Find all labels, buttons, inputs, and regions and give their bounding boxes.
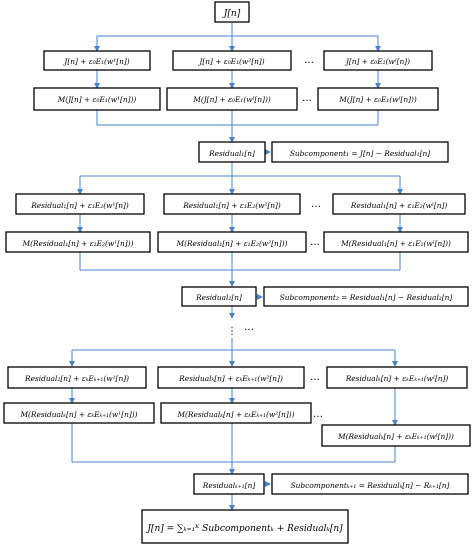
svg-text:J[n] + ε₀E₁(w²[n]): J[n] + ε₀E₁(w²[n]) (197, 57, 264, 66)
svg-text:Residual₁[n] + ε₁E₂(wᴵ[n]): Residual₁[n] + ε₁E₂(wᴵ[n]) (350, 201, 448, 210)
stage2-mean-node-1: M(Residual₁[n] + ε₁E₂(w¹[n])) (5, 231, 151, 253)
svg-text:Residualₖ[n] + εₖEₖ₊₁(w²[n]): Residualₖ[n] + εₖEₖ₊₁(w²[n]) (178, 374, 283, 383)
stage1-mean-node-1: M(J[n] + ε₀E₁(w¹[n])) (33, 87, 161, 111)
input-node: J[n] (214, 1, 250, 23)
stageK-mean-node-1: M(Residualₖ[n] + εₖEₖ₊₁(w¹[n])) (3, 402, 155, 424)
stage2-mean-node-2: M(Residual₁[n] + ε₁E₂(w²[n])) (157, 231, 307, 253)
stageK-ellipsis-bottom: … (313, 409, 323, 420)
svg-text:J[n] + ε₀E₁(wᴵ[n]): J[n] + ε₀E₁(wᴵ[n]) (344, 57, 410, 66)
svg-text:M(Residualₖ[n] + εₖEₖ₊₁(wᴵ[n]): M(Residualₖ[n] + εₖEₖ₊₁(wᴵ[n])) (337, 432, 454, 441)
svg-text:M(J[n] + ε₀E₁(wᴵ[n])): M(J[n] + ε₀E₁(wᴵ[n])) (192, 95, 271, 104)
stageK-ellipsis-top: … (310, 372, 320, 383)
stage2-noise-node-1: Residual₁[n] + ε₁E₂(w¹[n]) (15, 193, 145, 215)
connectors (69, 22, 403, 511)
svg-text:Residualₖ[n] + εₖEₖ₊₁(wᴵ[n]): Residualₖ[n] + εₖEₖ₊₁(wᴵ[n]) (345, 374, 449, 383)
final-sum-node: J[n] = ∑ₖ₌₁ᴷ Subcomponentₖ + Residualₖ[n… (141, 509, 349, 544)
stage2-mean-node-3: M(Residual₁[n] + ε₁E₂(wᴵ[n])) (323, 231, 469, 253)
stageK-mean-node-2: M(Residualₖ[n] + εₖEₖ₊₁(w²[n])) (160, 402, 312, 424)
subcomponentK1-node: Subcomponentₖ₊₁ = Residualₖ[n] − Rₖ₊₁[n] (271, 473, 469, 495)
stage1-ellipsis-bottom: … (302, 93, 312, 104)
stage1-noise-node-2: J[n] + ε₀E₁(w²[n]) (172, 50, 292, 71)
final-sum-label: J[n] = ∑ₖ₌₁ᴷ Subcomponentₖ + Residualₖ[n… (145, 524, 343, 534)
residual2-node: Residual₂[n] (181, 286, 257, 307)
stage2-ellipsis-top: … (311, 199, 321, 210)
stage1-ellipsis-top: … (304, 55, 314, 66)
vertical-ellipsis: ⋮ (227, 326, 237, 337)
svg-text:M(Residual₁[n] + ε₁E₂(w²[n])): M(Residual₁[n] + ε₁E₂(w²[n])) (176, 239, 288, 248)
svg-text:Residual₁[n] + ε₁E₂(w²[n]): Residual₁[n] + ε₁E₂(w²[n]) (182, 201, 281, 210)
stage1-noise-node-1: J[n] + ε₀E₁(w¹[n]) (43, 50, 151, 71)
stageK-mean-node-3: M(Residualₖ[n] + εₖEₖ₊₁(wᴵ[n])) (321, 424, 471, 447)
stage2-ellipsis-bottom: … (310, 237, 320, 248)
svg-text:M(Residualₖ[n] + εₖEₖ₊₁(w²[n]): M(Residualₖ[n] + εₖEₖ₊₁(w²[n])) (176, 410, 294, 419)
svg-text:M(Residual₁[n] + ε₁E₂(w¹[n])): M(Residual₁[n] + ε₁E₂(w¹[n])) (22, 239, 134, 248)
svg-text:Residual₁[n] + ε₁E₂(w¹[n]): Residual₁[n] + ε₁E₂(w¹[n]) (30, 201, 129, 210)
stage2-noise-node-3: Residual₁[n] + ε₁E₂(wᴵ[n]) (332, 193, 466, 215)
stageK-noise-node-2: Residualₖ[n] + εₖEₖ₊₁(w²[n]) (157, 366, 305, 389)
stage1-mean-node-2: M(J[n] + ε₀E₁(wᴵ[n])) (166, 87, 298, 111)
subcomponent1-node: Subcomponent₁ = J[n] − Residual₁[n] (271, 141, 449, 163)
input-label: J[n] (222, 9, 241, 19)
svg-text:M(J[n] + ε₀E₁(w¹[n])): M(J[n] + ε₀E₁(w¹[n])) (57, 95, 137, 104)
svg-text:Subcomponent₂ = Residual₁[n] −: Subcomponent₂ = Residual₁[n] − Residual₂… (280, 293, 453, 302)
stage1-noise-node-3: J[n] + ε₀E₁(wᴵ[n]) (323, 50, 433, 71)
stageK-noise-node-3: Residualₖ[n] + εₖEₖ₊₁(wᴵ[n]) (326, 366, 468, 389)
subcomponent2-node: Subcomponent₂ = Residual₁[n] − Residual₂… (263, 286, 469, 307)
svg-text:M(Residualₖ[n] + εₖEₖ₊₁(w¹[n]): M(Residualₖ[n] + εₖEₖ₊₁(w¹[n])) (19, 410, 137, 419)
svg-text:Residual₁[n]: Residual₁[n] (208, 149, 255, 158)
svg-text:M(Residual₁[n] + ε₁E₂(wᴵ[n])): M(Residual₁[n] + ε₁E₂(wᴵ[n])) (340, 239, 451, 248)
svg-text:Residual₂[n] + εₖEₖ₊₁(w¹[n]): Residual₂[n] + εₖEₖ₊₁(w¹[n]) (24, 374, 129, 383)
svg-text:Subcomponentₖ₊₁ = Residualₖ[n]: Subcomponentₖ₊₁ = Residualₖ[n] − Rₖ₊₁[n] (291, 481, 450, 490)
svg-text:Subcomponent₁ = J[n] − Residua: Subcomponent₁ = J[n] − Residual₁[n] (290, 149, 430, 158)
svg-text:M(J[n] + ε₀E₁(wᴵ[n])): M(J[n] + ε₀E₁(wᴵ[n])) (338, 95, 417, 104)
horizontal-ellipsis-mid: … (244, 322, 254, 333)
svg-text:Residual₂[n]: Residual₂[n] (195, 293, 242, 302)
stage2-noise-node-2: Residual₁[n] + ε₁E₂(w²[n]) (163, 193, 301, 215)
residualK1-node: Residualₖ₊₁[n] (193, 473, 265, 495)
svg-text:J[n] + ε₀E₁(w¹[n]): J[n] + ε₀E₁(w¹[n]) (62, 57, 129, 66)
residual1-node: Residual₁[n] (198, 141, 266, 163)
stageK-noise-node-1: Residual₂[n] + εₖEₖ₊₁(w¹[n]) (7, 366, 147, 389)
svg-text:Residualₖ₊₁[n]: Residualₖ₊₁[n] (202, 481, 256, 490)
stage1-mean-node-3: M(J[n] + ε₀E₁(wᴵ[n])) (317, 87, 439, 111)
